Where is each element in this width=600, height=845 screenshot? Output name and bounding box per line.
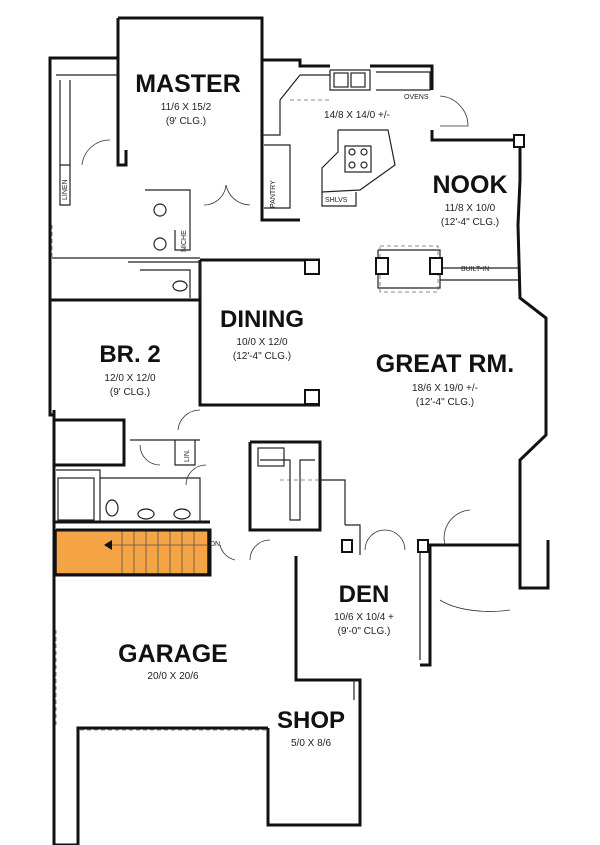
room-den: DEN 10/6 X 10/4 + (9'-0" CLG.) [334,581,394,637]
stair-treads [108,530,208,574]
br2-name: BR. 2 [99,341,160,368]
room-br2: BR. 2 12/0 X 12/0 (9' CLG.) [99,341,160,398]
dining-clg: (12'-4" CLG.) [233,351,291,362]
ovens-label: OVENS [404,94,429,101]
fixtures [57,72,372,521]
sink-icon [153,203,167,217]
nook-name: NOOK [433,171,508,199]
toilet-icon [105,499,119,517]
columns [304,134,525,553]
range-icon [344,145,372,173]
stair [55,529,209,575]
interior-walls [52,69,518,700]
den-clg: (9'-0" CLG.) [338,626,391,637]
great-name: GREAT RM. [376,350,514,378]
toilet-icon [172,280,188,292]
br2-clg: (9' CLG.) [110,387,150,398]
washer-icon [257,447,285,467]
sink-icon [173,508,191,520]
pantry-label: PANTRY [270,180,277,208]
nook-dim: 11/8 X 10/0 [445,203,496,214]
dining-dim: 10/0 X 12/0 [236,337,288,348]
walls [48,16,550,845]
shop-dim: 5/0 X 8/6 [291,738,331,749]
doors [81,95,511,612]
room-master: MASTER 11/6 X 15/2 (9' CLG.) [135,70,241,127]
shop-name: SHOP [277,707,345,734]
shlvs-label: SHLVS [325,197,348,204]
sink-icon [137,508,155,520]
built-in-label: BUILT-IN [461,266,489,273]
stair-fill [55,529,209,575]
br2-dim: 12/0 X 12/0 [104,373,156,384]
garage-dim: 20/0 X 20/6 [147,671,199,682]
sink-icon [153,237,167,251]
tub-icon [57,477,95,521]
lin-label: LIN. [184,449,191,462]
great-clg: (12'-4" CLG.) [416,397,474,408]
dn-label: DN [210,541,220,548]
linen-label: LINEN [62,179,69,200]
room-garage: GARAGE 20/0 X 20/6 [118,640,228,682]
great-dim: 18/6 X 19/0 +/- [412,383,478,394]
garage-name: GARAGE [118,640,228,668]
master-name: MASTER [135,70,241,98]
room-dining: DINING 10/0 X 12/0 (12'-4" CLG.) [220,306,304,362]
stair-arrow-icon [104,540,112,550]
nook-clg: (12'-4" CLG.) [441,217,499,228]
room-nook: NOOK 11/8 X 10/0 (12'-4" CLG.) [433,171,508,228]
dining-name: DINING [220,306,304,333]
master-clg: (9' CLG.) [166,116,206,127]
room-shop: SHOP 5/0 X 8/6 [277,707,345,749]
niche-label: NICHE [181,230,188,252]
room-great: GREAT RM. 18/6 X 19/0 +/- (12'-4" CLG.) [376,350,514,408]
den-name: DEN [339,581,390,608]
master-dim: 11/6 X 15/2 [161,102,212,113]
den-dim: 10/6 X 10/4 + [334,612,394,623]
kitchen-dim: 14/8 X 14/0 +/- [324,110,390,121]
